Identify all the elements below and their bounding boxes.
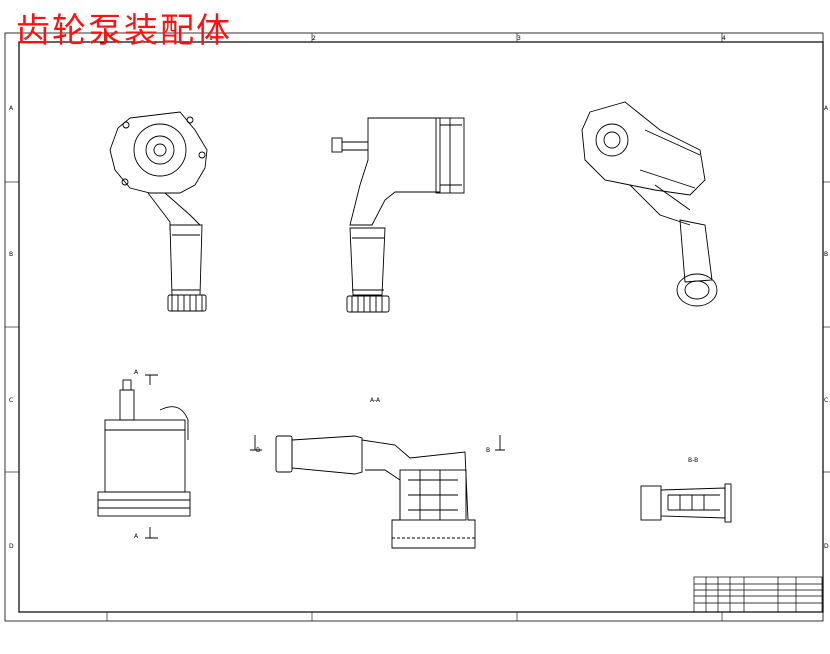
section-a-a-view	[250, 435, 505, 549]
zone-label-side-b: B	[9, 251, 13, 258]
zone-label-top-4: 4	[722, 35, 726, 42]
side-view	[331, 117, 465, 313]
inner-border	[18, 41, 824, 613]
zone-ticks	[5, 33, 830, 621]
outer-border	[4, 32, 824, 622]
drawing-title: 齿轮泵装配体	[16, 11, 232, 51]
view-a	[97, 374, 191, 539]
front-view	[109, 111, 208, 312]
zone-label-side-b-right: B	[824, 251, 828, 258]
section-a-a-label: A-A	[370, 397, 381, 404]
arrow-a-label-top: A	[134, 369, 139, 376]
zone-label-top-3: 3	[517, 35, 521, 42]
isometric-view	[581, 101, 718, 307]
zone-label-top-1: 1	[209, 35, 213, 42]
zone-label-side-a-right: A	[824, 105, 829, 112]
section-b-b-view	[640, 483, 732, 523]
zone-label-side-d-right: D	[824, 543, 829, 550]
zone-label-top-2: 2	[312, 35, 316, 42]
zone-label-side-c-right: C	[824, 397, 828, 404]
arrow-b-label-left: B	[256, 447, 260, 454]
zone-label-side-c: C	[9, 397, 13, 404]
zone-label-side-d: D	[9, 543, 14, 550]
zone-label-side-a: A	[9, 105, 14, 112]
section-b-b-label: B-B	[688, 457, 698, 464]
arrow-a-label-bottom: A	[134, 533, 139, 540]
title-block	[693, 576, 823, 613]
arrow-b-label-right: B	[486, 447, 490, 454]
